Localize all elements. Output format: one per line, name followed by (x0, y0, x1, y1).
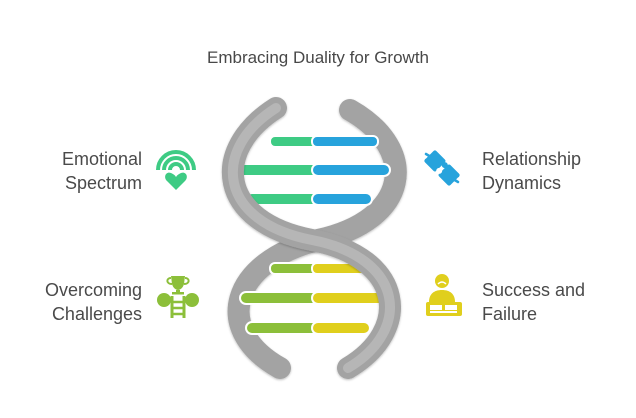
label-line: Failure (482, 304, 538, 324)
helix-strand-front-highlight (227, 103, 395, 373)
heart-rainbow-icon (156, 150, 196, 190)
label-line: Relationship (482, 149, 582, 169)
trophy-ladder-icon (157, 276, 199, 318)
worried-person-icon (426, 274, 462, 316)
rung-green-1 (269, 135, 319, 148)
rung-yellow-3 (311, 321, 371, 335)
label-line: Overcoming (44, 280, 142, 300)
label-line: Spectrum (64, 173, 142, 193)
label-emotional-spectrum: Emotional Spectrum (20, 147, 142, 195)
label-line: Success and (482, 280, 586, 300)
label-success-failure: Success and Failure (482, 278, 622, 326)
handshake-puzzle-icon (424, 150, 460, 186)
upper-rungs (237, 135, 391, 206)
rung-yellow-2 (311, 291, 389, 305)
diagram-title: Embracing Duality for Growth (206, 48, 430, 67)
lower-rungs (239, 262, 389, 335)
rung-lime-1 (269, 262, 319, 275)
label-overcoming-challenges: Overcoming Challenges (20, 278, 142, 326)
label-line: Emotional (61, 149, 142, 169)
rung-blue-2 (311, 163, 391, 177)
rung-blue-1 (311, 135, 379, 148)
label-relationship-dynamics: Relationship Dynamics (482, 147, 622, 195)
label-line: Challenges (51, 304, 142, 324)
rung-lime-3 (245, 321, 319, 335)
rung-blue-3 (311, 192, 373, 206)
rung-green-2 (237, 163, 319, 177)
label-line: Dynamics (482, 173, 562, 193)
rung-lime-2 (239, 291, 319, 305)
